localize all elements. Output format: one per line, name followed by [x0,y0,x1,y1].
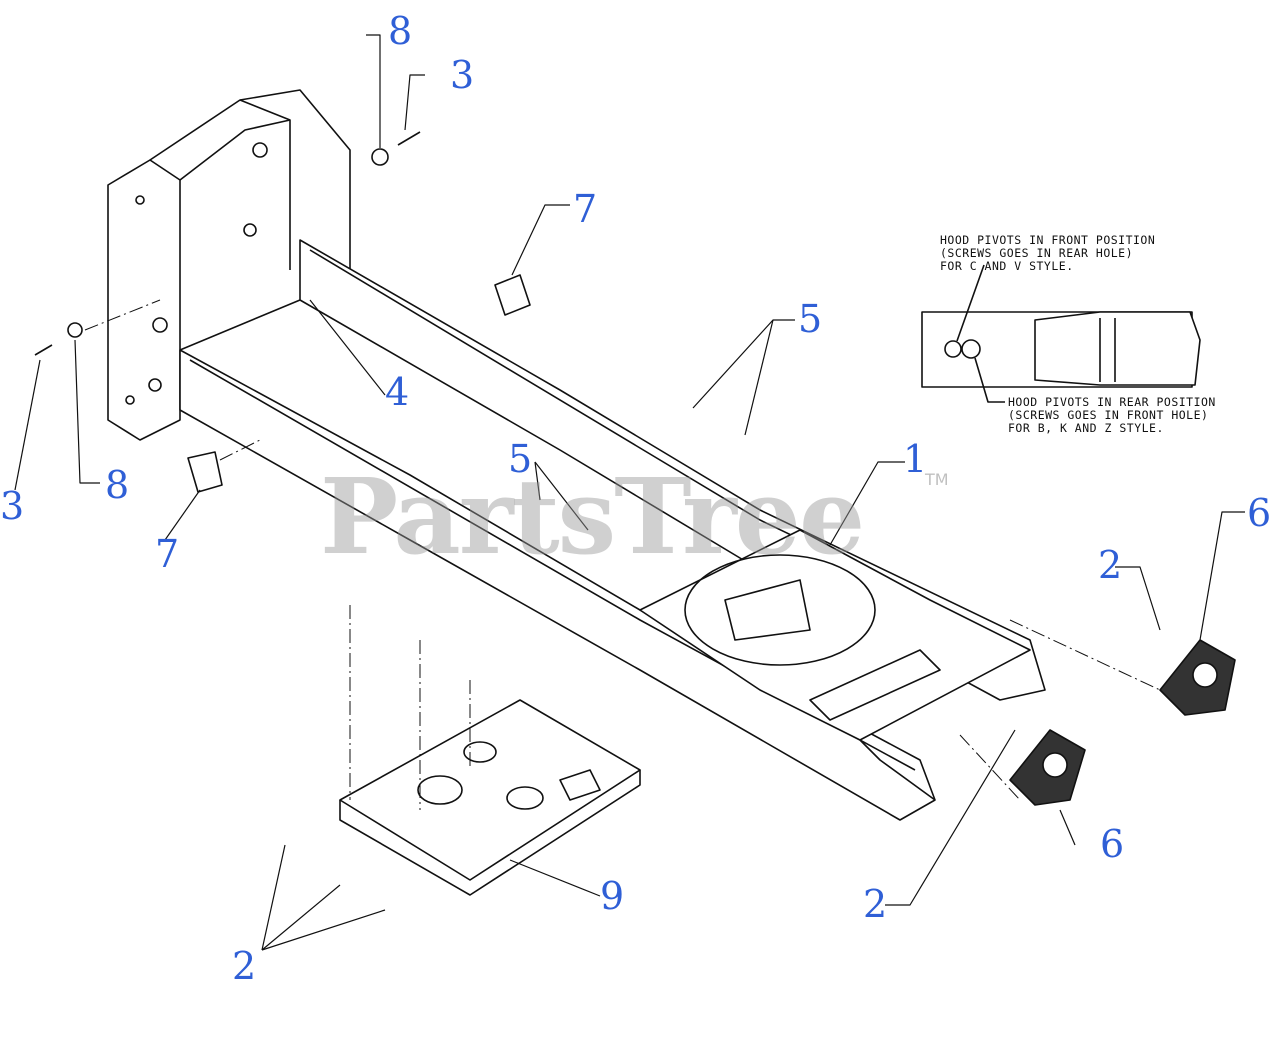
bushing-8-left [67,322,83,338]
callout-3-left: 3 [0,484,25,528]
callout-4: 4 [385,370,410,414]
bushing-8-top [371,148,389,166]
bumper-7-top [494,274,531,316]
callout-2-lower: 2 [863,882,888,926]
callout-5-right: 5 [798,297,823,341]
watermark: PartsTree [320,455,865,578]
callout-8-left: 8 [105,463,130,507]
bolt-3-top [397,131,421,146]
callout-1: 1 [903,437,928,481]
callout-8-top: 8 [388,9,413,53]
callout-7-top: 7 [573,187,598,231]
callout-3-top: 3 [450,53,475,97]
callout-9: 9 [600,874,625,918]
bolt-3-left [34,344,53,356]
frame-deck-plate [639,529,1031,801]
watermark-trademark: TM [925,470,949,489]
skid-plate [339,699,641,896]
callout-5-mid: 5 [508,437,533,481]
note-hood-front: HOOD PIVOTS IN FRONT POSITION (SCREWS GO… [940,233,1156,273]
callout-2-left: 2 [232,944,257,988]
hood-pivot-bracket-right [1159,639,1236,716]
callout-6-lower: 6 [1100,822,1125,866]
callout-6-right: 6 [1247,491,1272,535]
note-hood-rear: HOOD PIVOTS IN REAR POSITION (SCREWS GOE… [1008,395,1216,435]
hood-pivot-bracket-lower [1009,729,1086,806]
rear-frame-plate [107,89,351,441]
callout-7-left: 7 [155,532,180,576]
bumper-7-left [187,451,223,493]
callout-2-right: 2 [1098,543,1123,587]
hood-pivot-inset [921,264,1201,403]
